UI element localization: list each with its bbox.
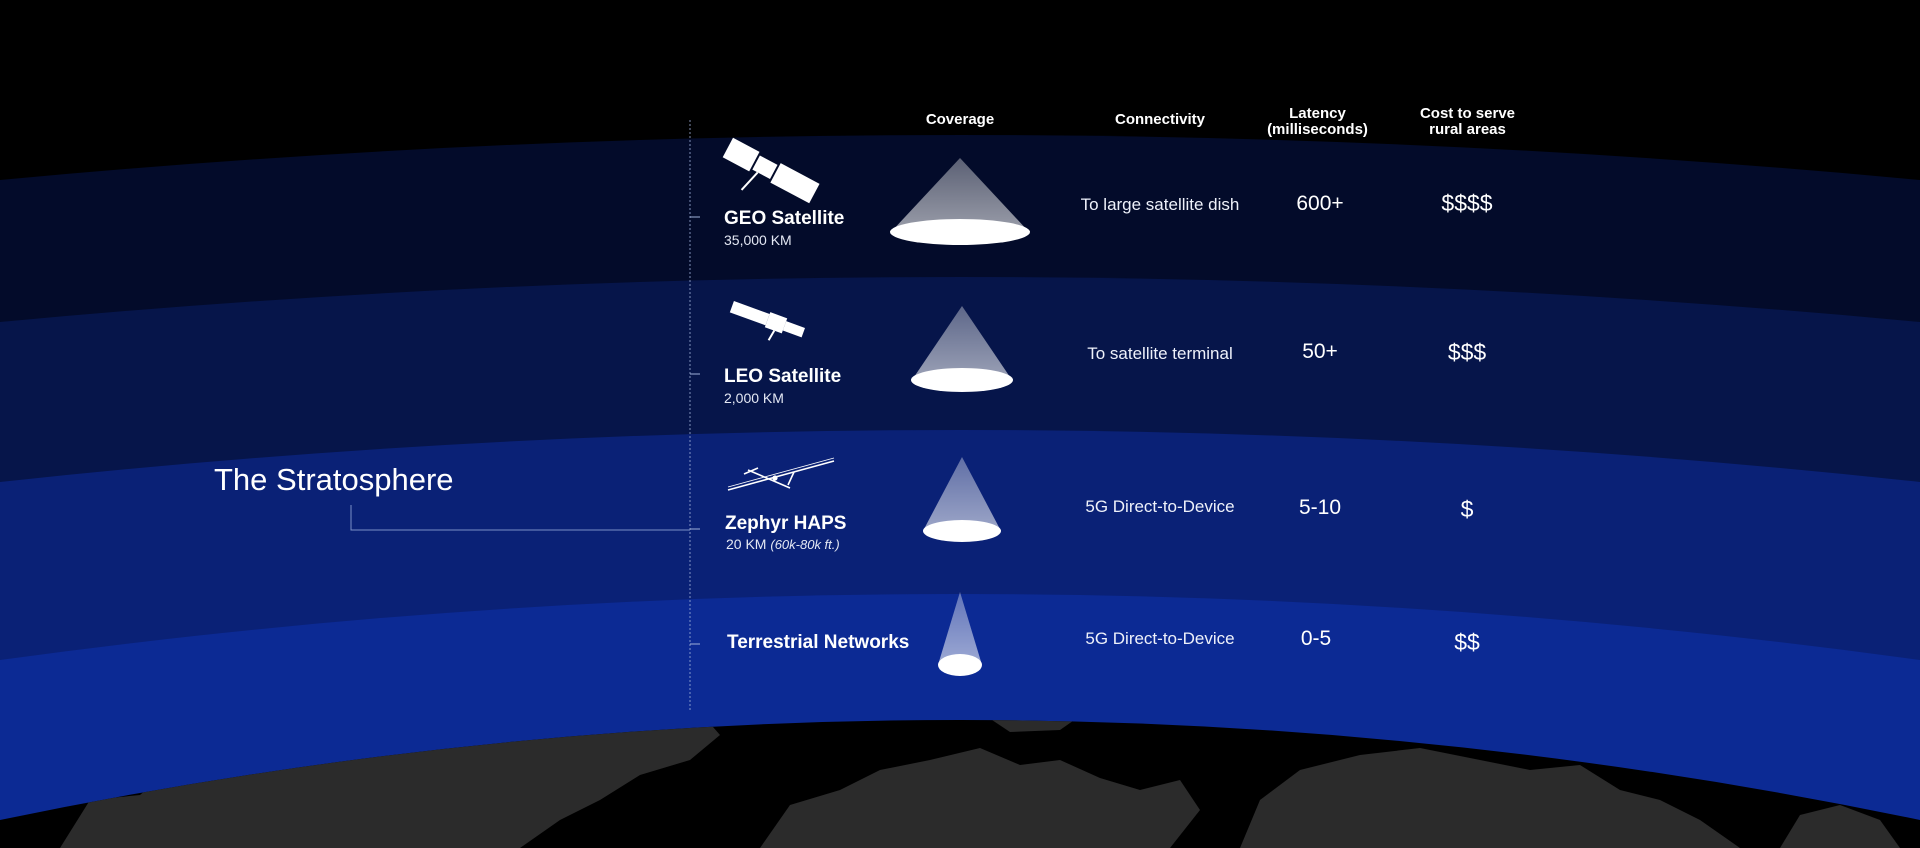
coverage-cone-leo bbox=[911, 306, 1013, 392]
connectivity-leo: To satellite terminal bbox=[1087, 344, 1233, 363]
tier-name-geo: GEO Satellite bbox=[724, 208, 845, 229]
connectivity-geo: To large satellite dish bbox=[1080, 195, 1240, 214]
cost-terrestrial: $$ bbox=[1454, 629, 1480, 655]
cost-haps: $ bbox=[1460, 496, 1474, 522]
tier-altitude-haps-note: (60k-80k ft.) bbox=[770, 537, 840, 552]
coverage-cone-geo bbox=[890, 158, 1030, 245]
tier-altitude-haps: 20 KM (60k-80k ft.) bbox=[726, 536, 840, 552]
coverage-cone-terrestrial bbox=[938, 592, 982, 676]
connectivity-terrestrial: 5G Direct-to-Device bbox=[1085, 629, 1235, 648]
stratosphere-label: The Stratosphere bbox=[214, 462, 454, 497]
header-cost-line2: rural areas bbox=[1429, 121, 1506, 138]
geo-satellite-icon bbox=[722, 137, 820, 204]
header-latency-line1: Latency bbox=[1289, 105, 1346, 122]
leo-satellite-icon bbox=[729, 301, 806, 341]
header-latency: Latency (milliseconds) bbox=[1250, 106, 1385, 138]
connectivity-haps: 5G Direct-to-Device bbox=[1085, 497, 1235, 516]
tier-name-terrestrial: Terrestrial Networks bbox=[727, 632, 910, 653]
latency-geo: 600+ bbox=[1296, 192, 1344, 215]
header-latency-line2: (milliseconds) bbox=[1267, 121, 1368, 138]
header-coverage: Coverage bbox=[925, 111, 995, 128]
tier-altitude-geo: 35,000 KM bbox=[724, 232, 792, 248]
latency-haps: 5-10 bbox=[1298, 496, 1342, 519]
coverage-cone-haps bbox=[923, 457, 1001, 542]
cost-geo: $$$$ bbox=[1441, 190, 1493, 216]
header-cost: Cost to serve rural areas bbox=[1400, 106, 1535, 138]
earth-landmass bbox=[60, 720, 1900, 848]
tier-altitude-leo: 2,000 KM bbox=[724, 390, 784, 406]
tier-altitude-haps-value: 20 KM bbox=[726, 536, 767, 552]
cost-leo: $$$ bbox=[1447, 339, 1487, 365]
latency-leo: 50+ bbox=[1302, 340, 1338, 363]
header-connectivity: Connectivity bbox=[1114, 111, 1205, 128]
tier-name-leo: LEO Satellite bbox=[724, 366, 842, 387]
solar-aircraft-icon bbox=[727, 457, 835, 491]
header-cost-line1: Cost to serve bbox=[1419, 105, 1516, 122]
tier-name-haps: Zephyr HAPS bbox=[725, 513, 847, 534]
latency-terrestrial: 0-5 bbox=[1300, 627, 1332, 650]
stratosphere-connector bbox=[350, 505, 690, 531]
